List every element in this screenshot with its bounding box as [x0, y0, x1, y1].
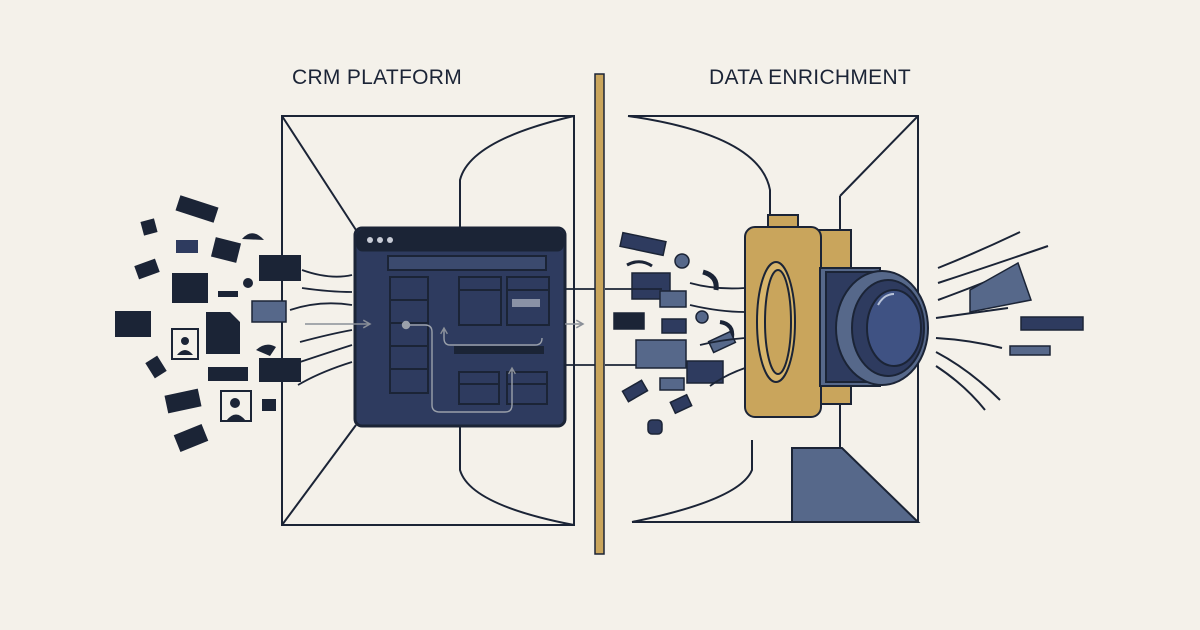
left-window-connectors	[565, 288, 600, 366]
incoming-data-fragments	[613, 231, 737, 435]
left-panel-frame	[281, 115, 575, 526]
outgoing-data-streams	[935, 231, 1084, 411]
scattered-data-fragments	[115, 195, 301, 452]
panel-divider	[594, 73, 605, 555]
browser-window-icon	[353, 226, 567, 428]
camera-lens-icon	[744, 214, 929, 523]
data-enrichment-title: DATA ENRICHMENT	[709, 66, 912, 89]
right-flow-lines	[605, 282, 746, 387]
crm-platform-title: CRM PLATFORM	[292, 66, 463, 89]
left-flow-lines	[289, 269, 353, 386]
